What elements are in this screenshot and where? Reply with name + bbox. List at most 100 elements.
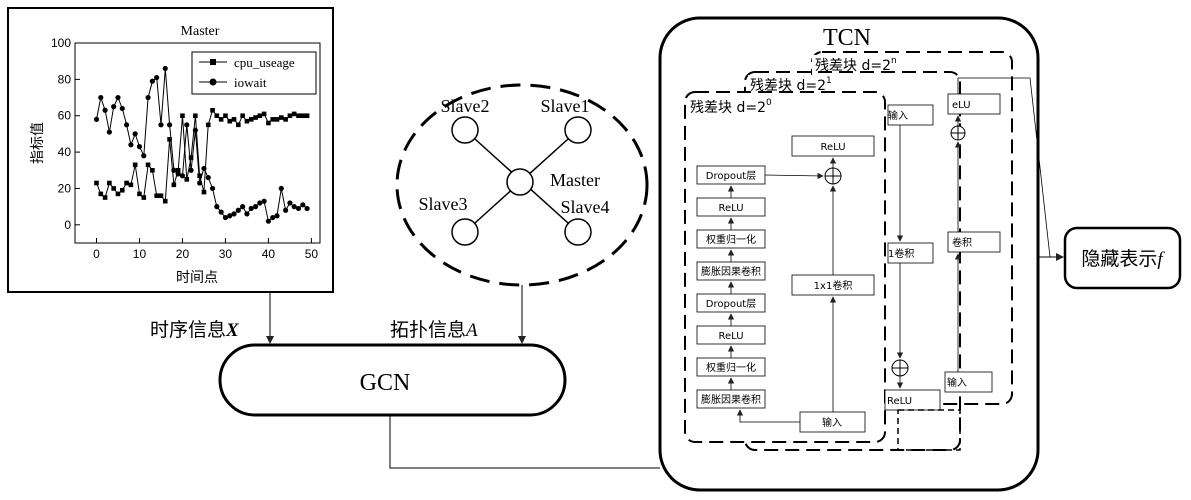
block-1-input-label: 输入: [888, 109, 908, 122]
block-1-conv-label: 1卷积: [888, 247, 914, 260]
data-point-cpu_useage: [257, 113, 263, 119]
data-point-cpu_useage: [107, 180, 112, 186]
node-slave3: [451, 218, 479, 246]
data-point-cpu_useage: [154, 193, 159, 199]
legend-marker-iowait: [209, 78, 217, 86]
y-tick-label: 100: [51, 36, 71, 50]
data-point-cpu_useage: [145, 162, 151, 168]
data-point-iowait: [201, 165, 207, 172]
gcn-group: 时序信息X 拓扑信息A GCN: [150, 285, 660, 469]
node-slave2: [451, 116, 479, 144]
y-tick-label: 20: [58, 181, 72, 195]
data-point-iowait: [197, 180, 203, 186]
data-point-cpu_useage: [266, 120, 271, 126]
label-slave3: Slave3: [419, 194, 468, 214]
data-point-iowait: [270, 214, 276, 221]
tcn-label: TCN: [823, 25, 871, 51]
data-point-iowait: [261, 198, 267, 204]
block-0-left-column: Dropout层 ReLU 权重归一化 膨胀因果卷积 Dropout层 ReLU…: [696, 165, 766, 409]
block-0-title: 残差块 d=20: [690, 98, 772, 116]
data-point-iowait: [175, 171, 181, 177]
data-point-cpu_useage: [287, 113, 293, 119]
x-tick-label: 30: [219, 247, 233, 261]
gcn-label: GCN: [360, 370, 411, 396]
data-point-cpu_useage: [119, 187, 125, 193]
data-point-cpu_useage: [270, 117, 276, 122]
block-n-input-label: 输入: [947, 376, 967, 389]
data-point-cpu_useage: [274, 117, 280, 122]
data-point-iowait: [119, 105, 125, 112]
label-slave1: Slave1: [541, 96, 590, 116]
topology-info-text: 拓扑信息A: [390, 319, 478, 341]
data-point-iowait: [248, 205, 254, 212]
block-0-input-label: 输入: [822, 416, 842, 429]
series-layer: [93, 65, 310, 224]
data-point-cpu_useage: [300, 113, 306, 119]
data-point-cpu_useage: [175, 167, 181, 173]
layer-dropout-1-label: Dropout层: [706, 170, 756, 182]
data-point-cpu_useage: [205, 122, 211, 128]
y-tick-label: 60: [58, 109, 72, 123]
y-tick-label: 40: [58, 145, 72, 159]
data-point-cpu_useage: [304, 113, 310, 119]
block-n-title-bg: [812, 55, 892, 75]
block-n-input: [944, 371, 993, 393]
data-point-iowait: [231, 211, 237, 217]
layer-relu-top: [791, 135, 875, 157]
data-point-cpu_useage: [111, 186, 116, 191]
data-point-iowait: [209, 185, 216, 192]
data-point-cpu_useage: [197, 173, 202, 179]
plot-area: [74, 42, 321, 244]
data-point-iowait: [184, 122, 190, 128]
data-point-iowait: [136, 144, 143, 150]
layer-conv-1x1-label: 1x1卷积: [814, 279, 853, 292]
block-n-visible-parts: eLU 卷积 输入: [944, 93, 1001, 393]
data-point-cpu_useage: [283, 117, 288, 122]
data-point-iowait: [300, 202, 306, 208]
data-point-cpu_useage: [188, 155, 194, 160]
node-master: [506, 168, 534, 196]
data-point-iowait: [154, 74, 160, 81]
data-point-cpu_useage: [201, 189, 207, 195]
data-point-cpu_useage: [223, 113, 228, 119]
tcn-output-line: [957, 77, 1051, 258]
data-point-cpu_useage: [261, 111, 267, 117]
data-point-cpu_useage: [128, 182, 134, 188]
block-1-visible-parts: 输入 1卷积 ReLU: [884, 104, 961, 451]
dropout-to-add: [764, 172, 824, 180]
tcn-group: TCN 残差块 d=2n 残差块 d=21 残差块 d=20 Dropout层 …: [658, 16, 1064, 492]
data-point-cpu_useage: [102, 195, 108, 200]
data-point-cpu_useage: [94, 180, 99, 186]
data-point-cpu_useage: [141, 195, 147, 200]
topology-ellipse: [395, 83, 649, 287]
temporal-info-text: 时序信息X: [150, 319, 240, 341]
node-slave4: [564, 218, 592, 246]
data-point-cpu_useage: [137, 191, 142, 197]
data-point-iowait: [145, 94, 151, 101]
data-point-iowait: [102, 107, 108, 113]
data-point-iowait: [93, 116, 100, 122]
data-point-cpu_useage: [218, 117, 224, 122]
data-point-iowait: [287, 200, 293, 206]
topology-graph: Slave2 Slave1 Master Slave3 Slave4: [395, 83, 649, 287]
gcn-box: [218, 343, 567, 417]
data-point-cpu_useage: [244, 118, 250, 124]
x-tick-label: 40: [262, 247, 276, 261]
x-tick-label: 10: [133, 247, 147, 261]
chart-title: Master: [181, 24, 220, 39]
block-n-relu: [947, 93, 1001, 115]
data-point-cpu_useage: [124, 180, 129, 186]
data-point-cpu_useage: [253, 115, 258, 120]
data-point-iowait: [128, 142, 134, 148]
data-point-cpu_useage: [296, 113, 301, 119]
data-point-cpu_useage: [171, 182, 177, 188]
legend-label-iowait: iowait: [234, 75, 267, 90]
data-point-iowait: [240, 204, 246, 210]
data-point-cpu_useage: [210, 107, 215, 113]
layer-relu-top-label: ReLU: [820, 142, 845, 153]
data-point-iowait: [218, 209, 224, 215]
x-tick-label: 20: [176, 247, 190, 261]
